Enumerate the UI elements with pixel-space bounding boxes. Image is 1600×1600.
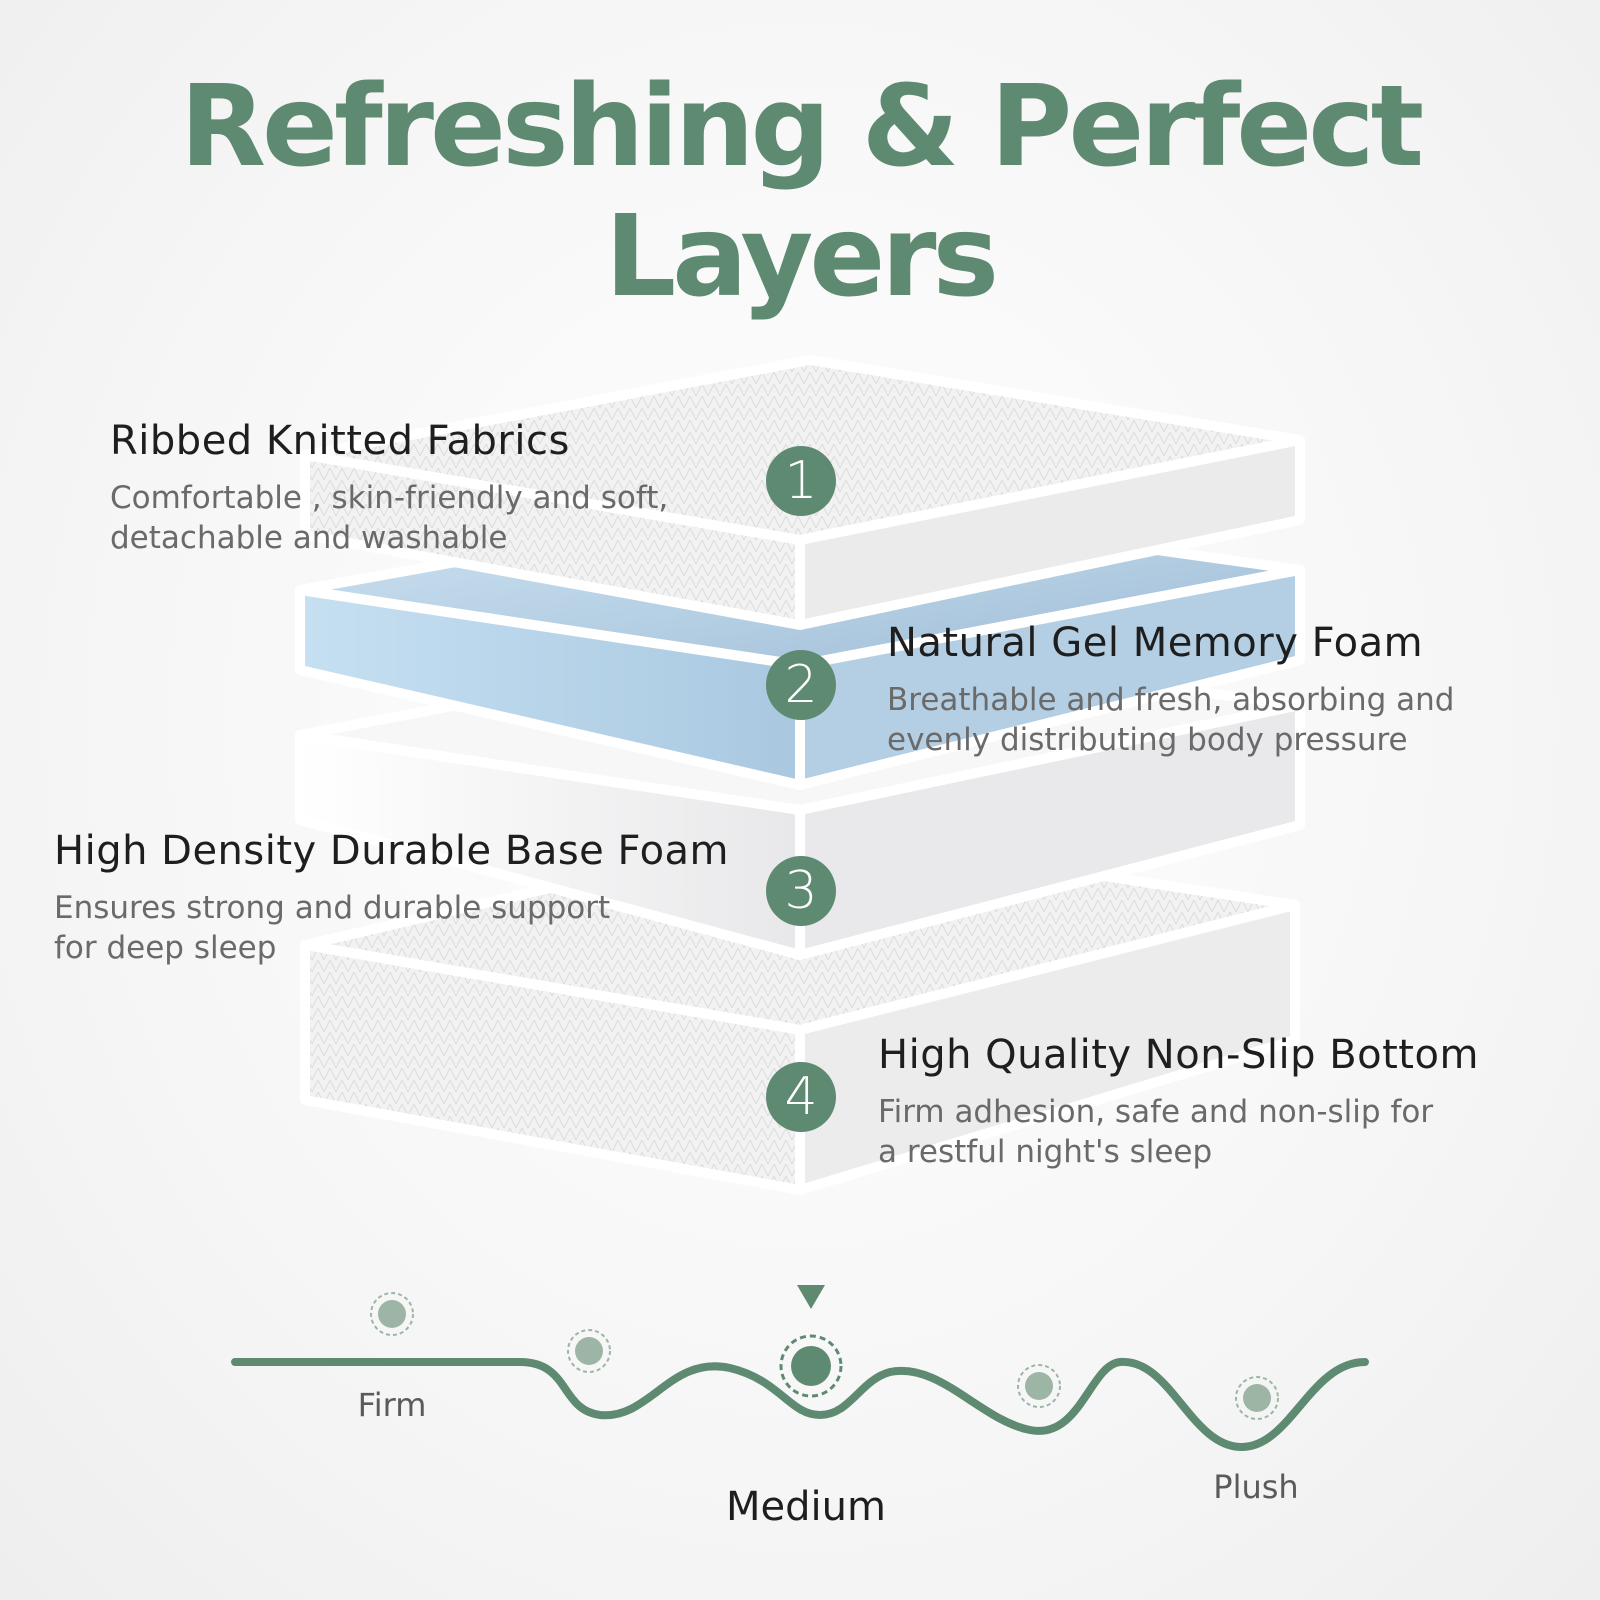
layer-3-title: High Density Durable Base Foam	[54, 828, 730, 874]
layer-3-feature: High Density Durable Base Foam Ensures s…	[54, 828, 729, 968]
layer-4-description: Firm adhesion, safe and non-slip for a r…	[878, 1094, 1434, 1170]
page-title: Refreshing & Perfect Layers	[179, 62, 1424, 322]
firmness-label-plush: Plush	[1213, 1468, 1299, 1506]
firmness-marker-4	[1017, 1364, 1061, 1408]
layer-2-description: Breathable and fresh, absorbing and even…	[887, 682, 1455, 758]
layer-1-number-badge: 1	[766, 446, 836, 516]
firmness-marker-5	[1235, 1376, 1279, 1420]
layer-4-feature: High Quality Non-Slip Bottom Firm adhesi…	[878, 1032, 1479, 1172]
layer-4-title: High Quality Non-Slip Bottom	[878, 1032, 1479, 1078]
layer-2-feature: Natural Gel Memory Foam Breathable and f…	[887, 620, 1454, 760]
firmness-label-medium: Medium	[726, 1484, 886, 1530]
layer-1-description: Comfortable , skin-friendly and soft, de…	[110, 480, 669, 556]
layer-4-number-badge: 4	[766, 1062, 836, 1132]
layer-1-feature: Ribbed Knitted Fabrics Comfortable , ski…	[110, 418, 668, 558]
layer-3-description: Ensures strong and durable support for d…	[54, 890, 611, 966]
firmness-scale-wave	[231, 1357, 1369, 1452]
layer-2-number-badge: 2	[766, 650, 836, 720]
layer-2-title: Natural Gel Memory Foam	[887, 620, 1424, 666]
layer-3-number-badge: 3	[766, 856, 836, 926]
firmness-label-firm: Firm	[357, 1386, 427, 1424]
firmness-marker-selected	[779, 1285, 843, 1398]
firmness-marker-1	[370, 1292, 414, 1336]
layer-1-title: Ribbed Knitted Fabrics	[110, 418, 570, 464]
firmness-marker-2	[567, 1329, 611, 1373]
